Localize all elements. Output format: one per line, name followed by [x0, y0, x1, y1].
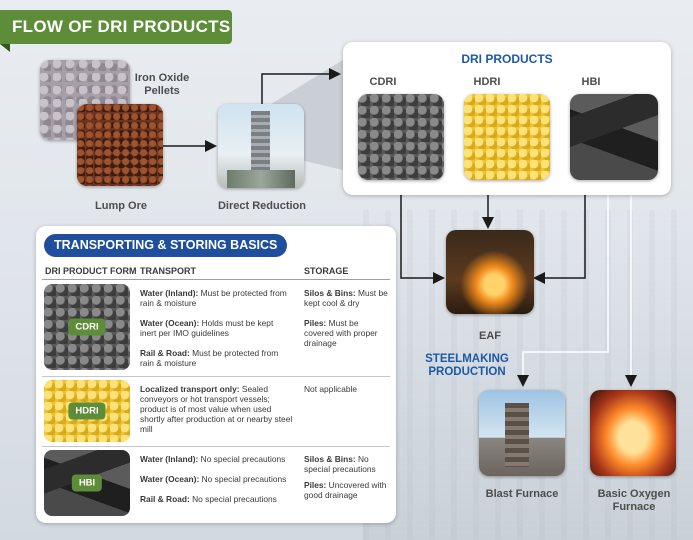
iron-oxide-pellets-label: Iron Oxide Pellets: [134, 72, 190, 97]
hdri-row-image: HDRI: [44, 380, 130, 442]
cdri-storage-silos: Silos & Bins: Must be kept cool & dry: [304, 288, 388, 308]
hdri-transport: Localized transport only: Sealed conveyo…: [140, 384, 293, 434]
cdri-row-image: CDRI: [44, 284, 130, 370]
hbi-label: HBI: [581, 76, 601, 88]
cdri-transport-inland: Water (Inland): Must be protected from r…: [140, 288, 287, 308]
hdri-image: [464, 94, 550, 180]
hbi-transport-rail-road: Rail & Road: No special precautions: [140, 494, 277, 504]
eaf-image: [446, 230, 534, 314]
lump-ore-label: Lump Ore: [95, 200, 147, 212]
column-header-transport: TRANSPORT: [140, 266, 196, 276]
basics-heading: TRANSPORTING & STORING BASICS: [44, 234, 288, 257]
cdri-badge: CDRI: [68, 318, 106, 336]
arrow-dr-to-products: [261, 68, 341, 104]
direct-reduction-image: [218, 104, 304, 188]
hbi-transport-ocean: Water (Ocean): No special precautions: [140, 474, 287, 484]
hdri-storage: Not applicable: [304, 384, 358, 394]
cdri-image: [358, 94, 444, 180]
hdri-label: HDRI: [473, 76, 501, 88]
column-header-storage: STORAGE: [304, 266, 349, 276]
header-divider: [42, 279, 390, 280]
blast-furnace-image: [479, 390, 565, 476]
hdri-badge: HDRI: [68, 402, 106, 420]
cdri-transport-ocean: Water (Ocean): Holds must be kept inert …: [140, 318, 274, 338]
row-divider: [42, 376, 390, 377]
hbi-storage-piles: Piles: Uncovered with good drainage: [304, 480, 387, 500]
cdri-storage-piles: Piles: Must be covered with proper drain…: [304, 318, 378, 348]
hbi-badge: HBI: [71, 474, 103, 492]
row-divider: [42, 446, 390, 447]
basic-oxygen-furnace-label: Basic Oxygen Furnace: [597, 488, 671, 513]
hbi-transport-inland: Water (Inland): No special precautions: [140, 454, 286, 464]
title-banner-fold: [0, 44, 10, 52]
column-header-form: DRI PRODUCT FORM: [45, 266, 137, 276]
cdri-label: CDRI: [369, 76, 397, 88]
transport-storage-table: TRANSPORTING & STORING BASICS DRI PRODUC…: [36, 226, 396, 523]
hbi-row-image: HBI: [44, 450, 130, 516]
page-title: FLOW OF DRI PRODUCTS: [0, 10, 232, 44]
lump-ore-image: [77, 104, 163, 186]
basic-oxygen-furnace-image: [590, 390, 676, 476]
blast-furnace-label: Blast Furnace: [485, 488, 559, 500]
dri-products-heading: DRI PRODUCTS: [461, 52, 553, 66]
direct-reduction-label: Direct Reduction: [217, 200, 306, 212]
cdri-transport-rail-road: Rail & Road: Must be protected from rain…: [140, 348, 279, 368]
eaf-label: EAF: [479, 330, 501, 342]
hbi-image: [570, 94, 658, 180]
steelmaking-heading: STEELMAKING PRODUCTION: [425, 353, 509, 378]
hbi-storage-silos: Silos & Bins: No special precautions: [304, 454, 376, 474]
